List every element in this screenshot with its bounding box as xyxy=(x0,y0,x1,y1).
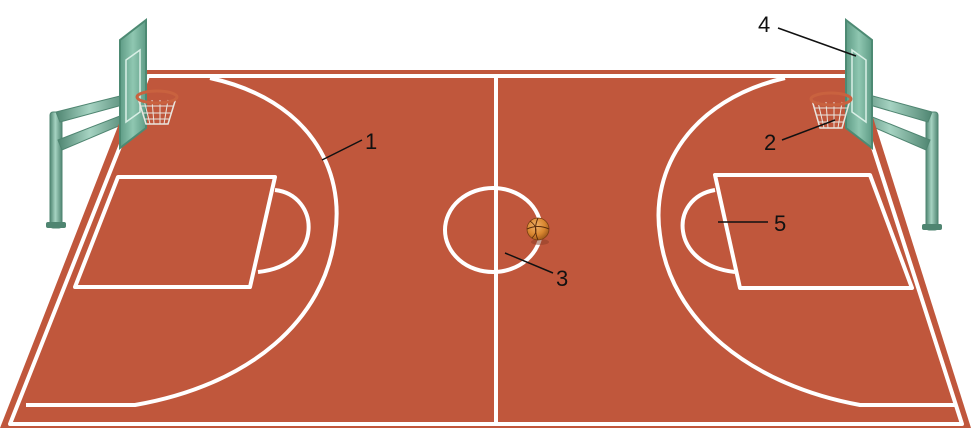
callout-label-5: 5 xyxy=(774,211,786,236)
left-backboard xyxy=(120,20,146,148)
right-backboard xyxy=(846,20,872,148)
callout-label-1: 1 xyxy=(365,129,377,154)
callout-leader-4 xyxy=(778,28,856,56)
callout-label-4: 4 xyxy=(758,12,770,37)
callout-label-3: 3 xyxy=(556,266,568,291)
callout-label-2: 2 xyxy=(764,130,776,155)
